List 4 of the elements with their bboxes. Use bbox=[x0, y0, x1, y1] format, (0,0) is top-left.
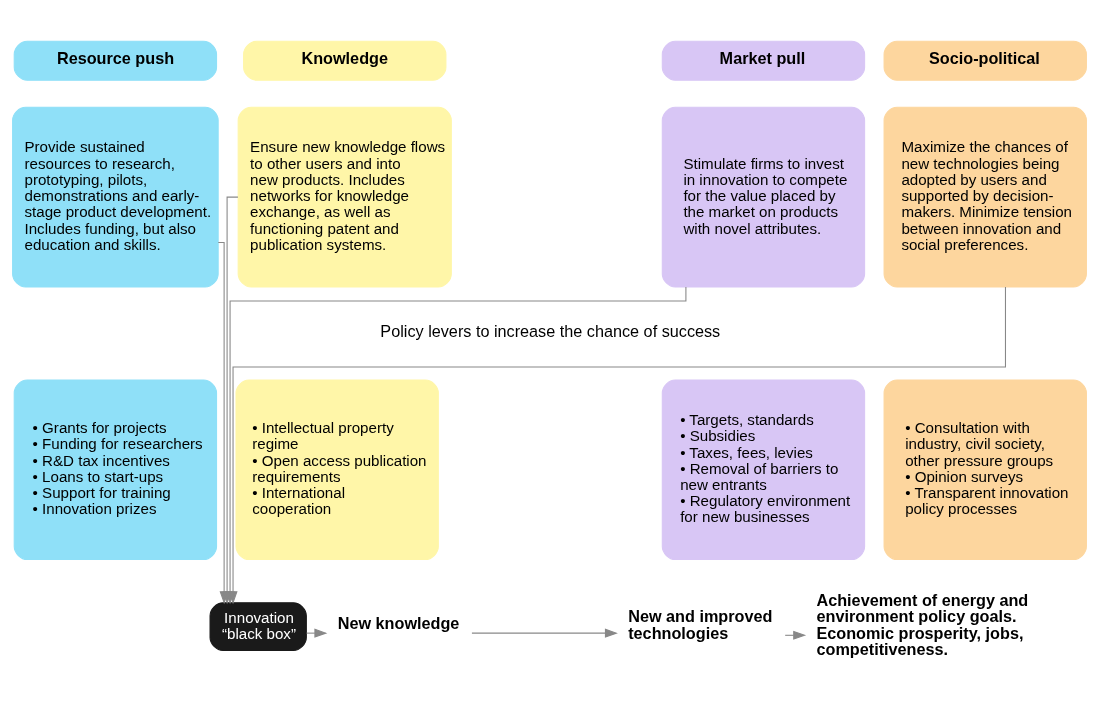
node-text: New knowledge bbox=[337, 614, 460, 633]
node-text: New and improved technologies bbox=[628, 607, 773, 642]
node-text: Achievement of energy and environment policy goals. Economic prosperity, jobs, competitiveness. bbox=[816, 591, 1029, 658]
label: Policy levers to increase the chance of success bbox=[380, 322, 721, 341]
